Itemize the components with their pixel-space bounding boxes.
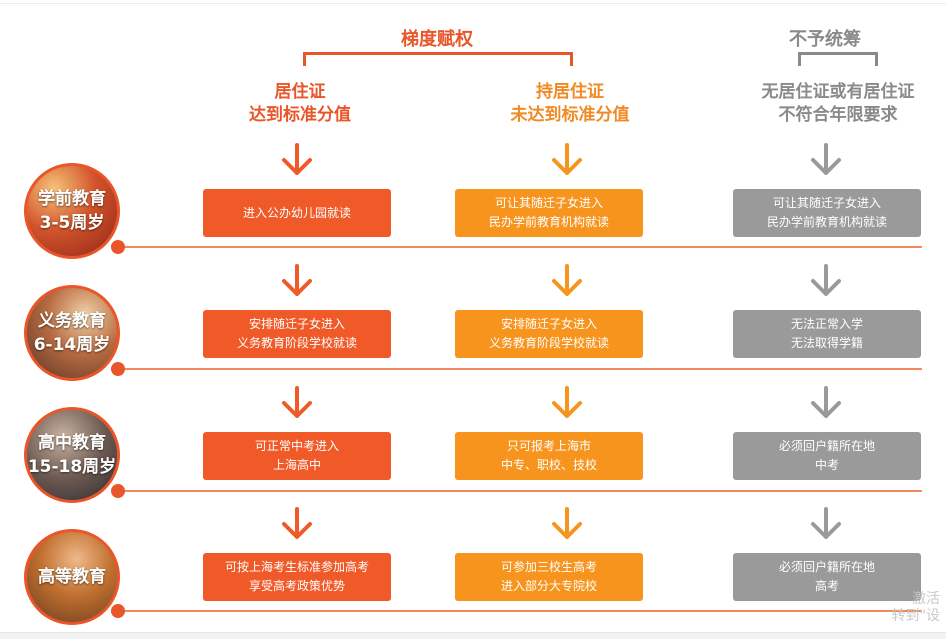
taskbar-strip <box>0 632 946 639</box>
cell-r4-c1: 可按上海考生标准参加高考 享受高考政策优势 <box>203 553 391 601</box>
top-border <box>0 3 946 4</box>
activation-watermark: 激活 转到"设 <box>892 591 940 625</box>
down-arrow-icon <box>282 507 312 539</box>
cell-line1: 可按上海考生标准参加高考 <box>224 560 369 574</box>
cell-r1-c2: 可让其随迁子女进入 民办学前教育机构就读 <box>455 189 643 237</box>
cell-line2: 中考 <box>814 458 839 472</box>
down-arrow-icon <box>811 386 841 418</box>
column-header-3-line1: 无居住证或有居住证 <box>761 82 915 102</box>
cell-line2: 享受高考政策优势 <box>248 579 345 593</box>
row-dot-2 <box>111 362 125 376</box>
cell-line1: 可参加三校生高考 <box>500 560 597 574</box>
watermark-line1: 激活 <box>912 591 940 607</box>
column-header-3: 无居住证或有居住证 不符合年限要求 <box>738 81 938 127</box>
cell-line2: 民办学前教育机构就读 <box>488 215 609 229</box>
column-header-1-line2: 达到标准分值 <box>249 105 351 125</box>
stage-ages: 15-18周岁 <box>27 457 117 477</box>
down-arrow-icon <box>552 143 582 175</box>
watermark-line2: 转到"设 <box>891 608 940 624</box>
stage-circle-higher: 高等教育 <box>24 529 120 625</box>
stage-ages: 3-5周岁 <box>39 213 105 233</box>
cell-line2: 无法取得学籍 <box>790 336 863 350</box>
cell-line1: 无法正常入学 <box>790 317 863 331</box>
row-divider-3 <box>118 490 922 492</box>
cell-line1: 可让其随迁子女进入 <box>772 196 881 210</box>
cell-r3-c1: 可正常中考进入 上海高中 <box>203 432 391 480</box>
cell-line2: 民办学前教育机构就读 <box>766 215 887 229</box>
down-arrow-icon <box>552 507 582 539</box>
cell-line2: 中专、职校、技校 <box>500 458 597 472</box>
bracket-excluded <box>798 52 878 66</box>
down-arrow-icon <box>282 386 312 418</box>
cell-line1: 必须回户籍所在地 <box>778 560 875 574</box>
column-header-1-line1: 居住证 <box>274 82 326 102</box>
group-label-tiered: 梯度赋权 <box>401 29 473 50</box>
down-arrow-icon <box>552 264 582 296</box>
column-header-1: 居住证 达到标准分值 <box>210 81 390 127</box>
cell-r1-c3: 可让其随迁子女进入 民办学前教育机构就读 <box>733 189 921 237</box>
bracket-tiered <box>303 52 573 66</box>
stage-name: 高等教育 <box>38 567 106 587</box>
stage-ages: 6-14周岁 <box>33 335 111 355</box>
stage-name: 学前教育 <box>38 189 106 209</box>
cell-line1: 安排随迁子女进入 <box>248 317 345 331</box>
down-arrow-icon <box>811 264 841 296</box>
stage-circle-compulsory: 义务教育 6-14周岁 <box>24 285 120 381</box>
down-arrow-icon <box>811 143 841 175</box>
cell-r2-c2: 安排随迁子女进入 义务教育阶段学校就读 <box>455 310 643 358</box>
stage-name: 义务教育 <box>38 311 106 331</box>
down-arrow-icon <box>282 143 312 175</box>
column-header-2: 持居住证 未达到标准分值 <box>475 81 665 127</box>
cell-r3-c2: 只可报考上海市 中专、职校、技校 <box>455 432 643 480</box>
column-header-2-line2: 未达到标准分值 <box>510 105 630 125</box>
row-dot-4 <box>111 604 125 618</box>
cell-line2: 义务教育阶段学校就读 <box>236 336 357 350</box>
row-dot-3 <box>111 484 125 498</box>
stage-circle-preschool: 学前教育 3-5周岁 <box>24 163 120 259</box>
column-header-2-line1: 持居住证 <box>536 82 604 102</box>
stage-name: 高中教育 <box>38 433 106 453</box>
cell-r4-c2: 可参加三校生高考 进入部分大专院校 <box>455 553 643 601</box>
cell-r1-c1: 进入公办幼儿园就读 <box>203 189 391 237</box>
row-divider-1 <box>118 246 922 248</box>
column-header-3-line2: 不符合年限要求 <box>778 105 898 125</box>
cell-line2: 上海高中 <box>272 458 321 472</box>
cell-line1: 可让其随迁子女进入 <box>494 196 603 210</box>
cell-line1: 安排随迁子女进入 <box>500 317 597 331</box>
row-divider-4 <box>118 610 922 612</box>
cell-line1: 只可报考上海市 <box>506 439 591 453</box>
cell-line1: 必须回户籍所在地 <box>778 439 875 453</box>
cell-line1: 进入公办幼儿园就读 <box>242 205 351 220</box>
cell-r3-c3: 必须回户籍所在地 中考 <box>733 432 921 480</box>
row-dot-1 <box>111 240 125 254</box>
cell-r4-c3: 必须回户籍所在地 高考 <box>733 553 921 601</box>
cell-line1: 可正常中考进入 <box>254 439 339 453</box>
row-divider-2 <box>118 368 922 370</box>
cell-r2-c3: 无法正常入学 无法取得学籍 <box>733 310 921 358</box>
cell-line2: 进入部分大专院校 <box>500 579 597 593</box>
down-arrow-icon <box>811 507 841 539</box>
group-label-excluded: 不予统筹 <box>789 29 861 50</box>
down-arrow-icon <box>552 386 582 418</box>
cell-r2-c1: 安排随迁子女进入 义务教育阶段学校就读 <box>203 310 391 358</box>
cell-line2: 高考 <box>814 579 839 593</box>
cell-line2: 义务教育阶段学校就读 <box>488 336 609 350</box>
stage-circle-highschool: 高中教育 15-18周岁 <box>24 407 120 503</box>
down-arrow-icon <box>282 264 312 296</box>
